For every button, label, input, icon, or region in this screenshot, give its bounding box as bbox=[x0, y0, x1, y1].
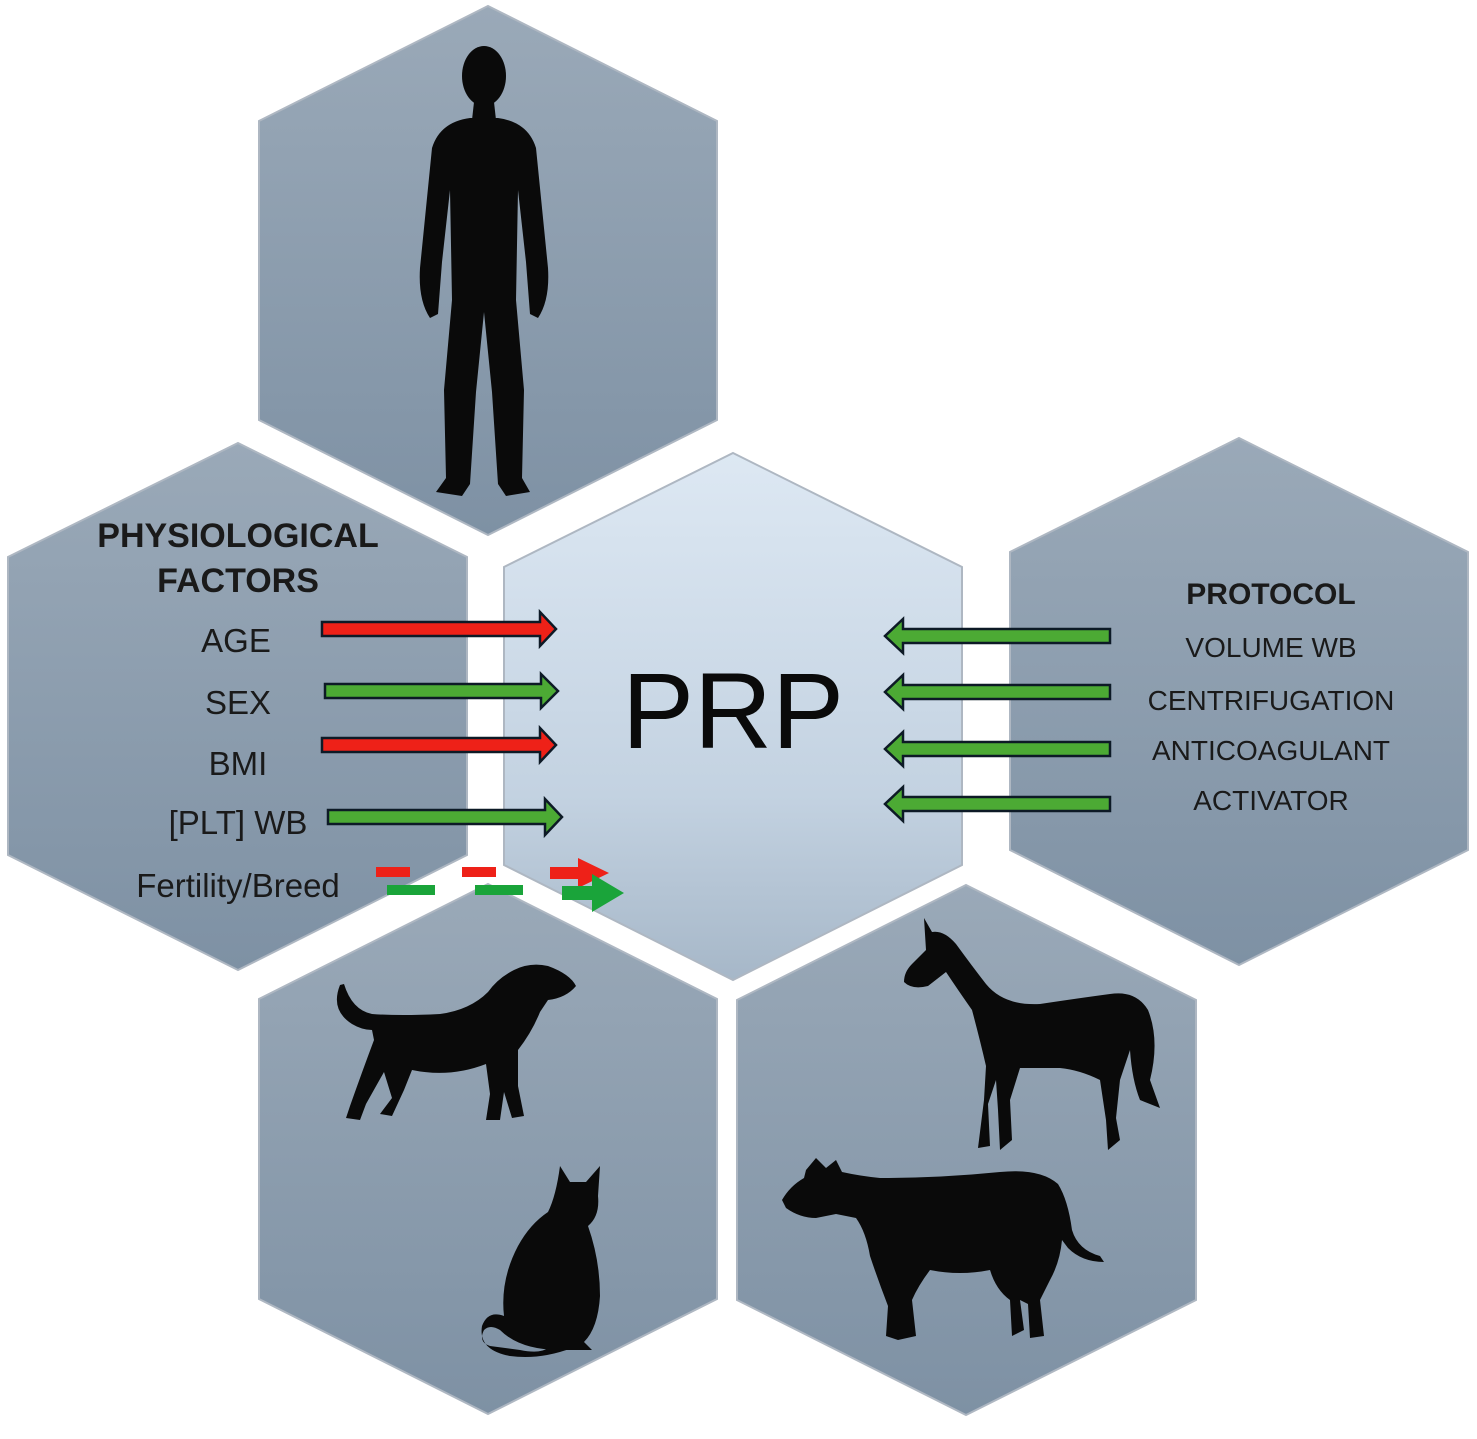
protocol-title: PROTOCOL bbox=[1186, 578, 1355, 611]
factor-fertility-breed-label: Fertility/Breed bbox=[136, 867, 340, 904]
physiological-title-line1: PHYSIOLOGICAL bbox=[97, 517, 378, 555]
horse-silhouette-icon bbox=[904, 918, 1160, 1150]
hexagon-center-prp bbox=[503, 451, 963, 982]
breed-green-dash bbox=[387, 885, 435, 895]
centrifugation-positive-arrow bbox=[883, 672, 1112, 712]
fertility-red-dash bbox=[462, 867, 496, 877]
anticoagulant-positive-arrow bbox=[883, 729, 1112, 769]
activator-positive-arrow bbox=[883, 784, 1112, 824]
sex-positive-arrow bbox=[323, 670, 560, 712]
fertility-red-arrow-head bbox=[550, 858, 609, 888]
plt-wb-positive-arrow bbox=[326, 795, 564, 839]
factor-sex-label: SEX bbox=[205, 684, 271, 721]
protocol-centrifugation-label: CENTRIFUGATION bbox=[1148, 685, 1395, 716]
factor-plt-wb-label: [PLT] WB bbox=[169, 804, 308, 841]
breed-green-dash bbox=[475, 885, 523, 895]
volume-wb-positive-arrow bbox=[883, 616, 1112, 656]
dog-silhouette-icon bbox=[336, 964, 576, 1120]
physiological-title-line2: FACTORS bbox=[157, 562, 319, 600]
human-silhouette-icon bbox=[419, 46, 549, 496]
breed-green-arrow-head bbox=[562, 874, 624, 912]
cow-silhouette-icon bbox=[782, 1158, 1104, 1340]
cat-silhouette-icon bbox=[481, 1166, 600, 1357]
hexagon-protocol bbox=[1009, 436, 1469, 967]
hexagon-physiological-factors bbox=[7, 441, 468, 972]
age-negative-arrow bbox=[320, 608, 558, 650]
fertility-breed-mixed-arrows bbox=[376, 858, 624, 912]
protocol-anticoagulant-label: ANTICOAGULANT bbox=[1152, 735, 1390, 766]
fertility-red-dash bbox=[376, 867, 410, 877]
factor-age-label: AGE bbox=[201, 622, 271, 659]
hexagon-bottom-left-pets bbox=[258, 882, 718, 1416]
bmi-negative-arrow bbox=[320, 724, 558, 766]
protocol-volume-wb-label: VOLUME WB bbox=[1185, 632, 1356, 663]
protocol-activator-label: ACTIVATOR bbox=[1193, 785, 1349, 816]
factor-bmi-label: BMI bbox=[209, 745, 268, 782]
prp-label: PRP bbox=[622, 650, 844, 771]
